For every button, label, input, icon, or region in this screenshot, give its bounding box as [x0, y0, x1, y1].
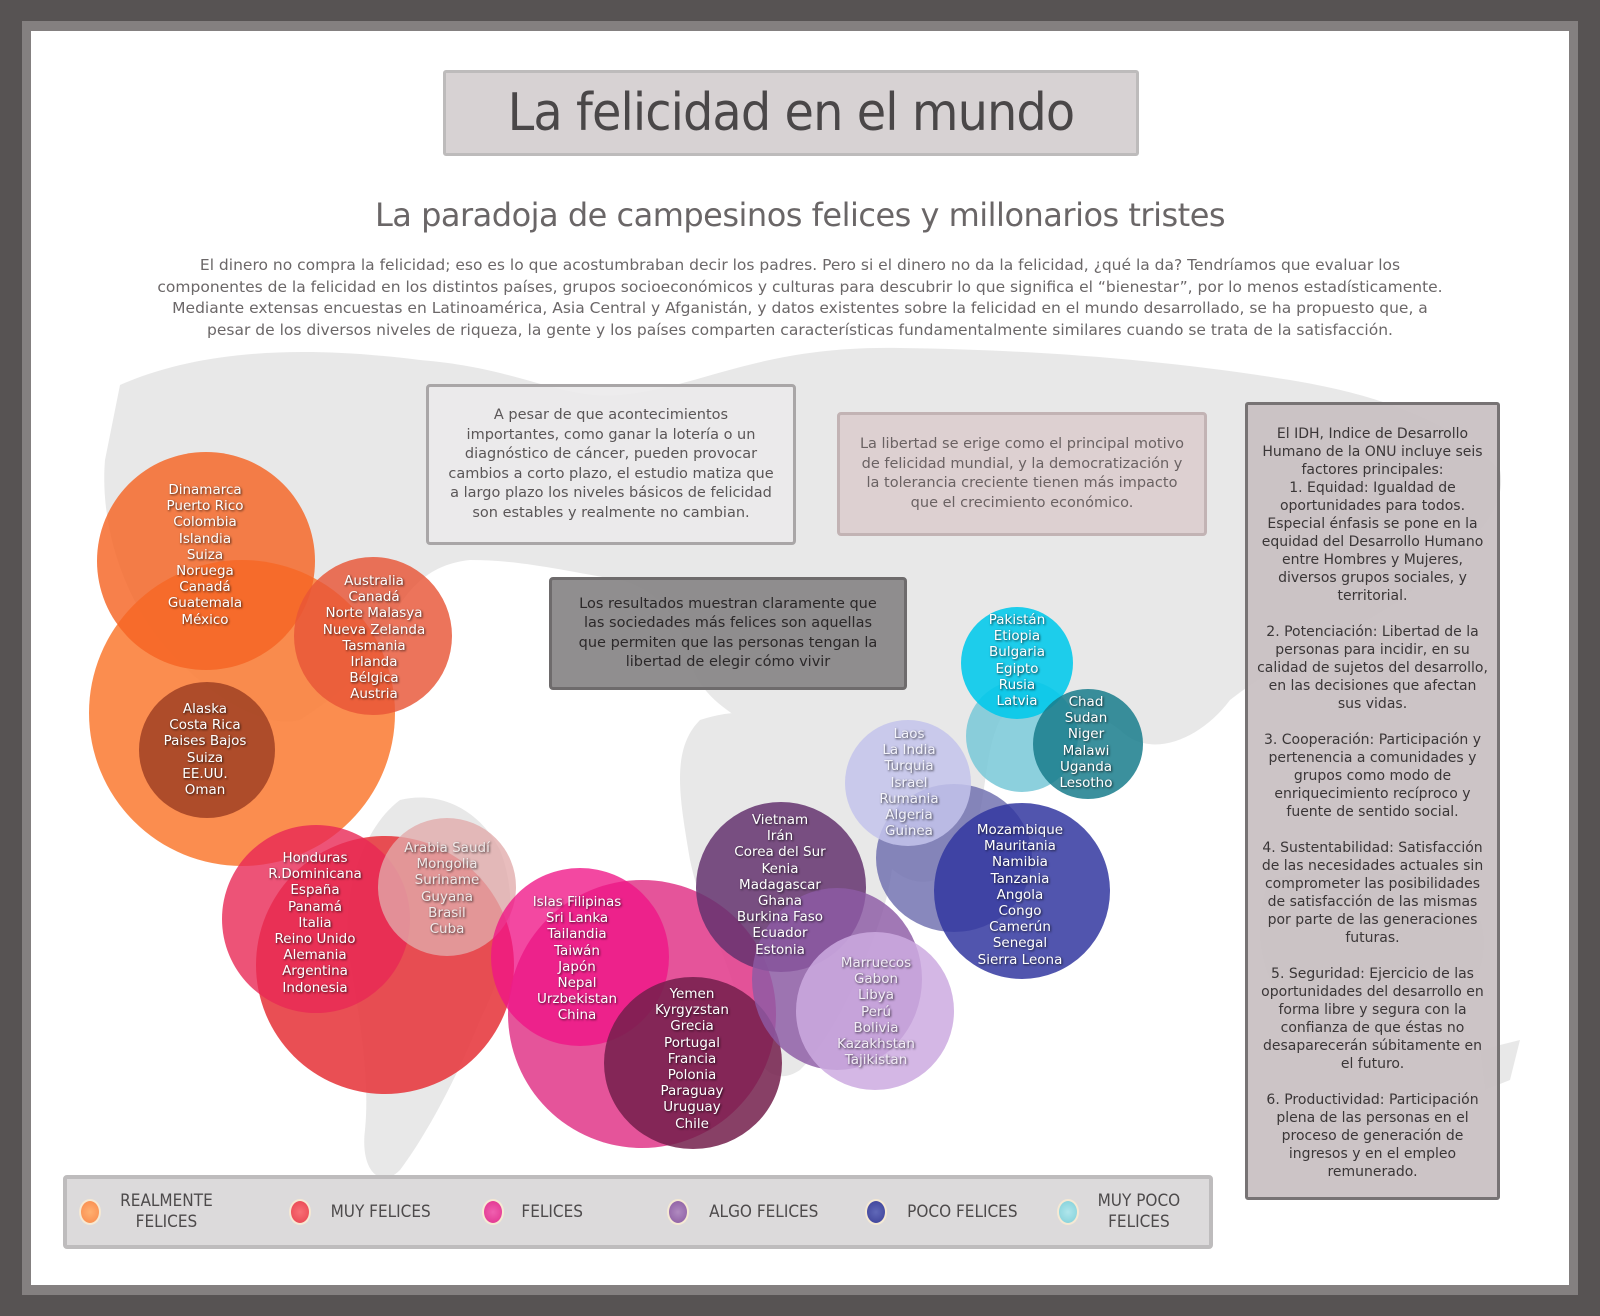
bubble-muy-felices-light	[378, 818, 516, 956]
bubble-poco-felices-dark	[934, 803, 1110, 979]
note-long-term-happiness: A pesar de que acontecimientos important…	[426, 384, 796, 545]
bubble-poco-felices-light	[845, 720, 971, 846]
legend-item-felices: FELICES	[482, 1179, 586, 1245]
idh-panel: El IDH, Indice de Desarrollo Humano de l…	[1245, 402, 1500, 1200]
note-results: Los resultados muestran claramente que l…	[549, 577, 907, 690]
legend-dot-icon	[667, 1199, 689, 1225]
legend-dot-icon	[482, 1199, 504, 1225]
group-label: Chad Sudan Niger Malawi Uganda Lesotho	[1059, 694, 1113, 792]
bubble-muy-poco-felices-teal	[1033, 689, 1143, 799]
group-label: Alaska Costa Rica Paises Bajos Suiza EE.…	[163, 701, 247, 799]
group-label: Pakistán Etiopia Bulgaria Egipto Rusia L…	[988, 612, 1046, 710]
note-freedom: La libertad se erige como el principal m…	[837, 412, 1207, 536]
idh-factor-productividad: 6. Productividad: Participación plena de…	[1266, 1092, 1479, 1180]
note-text: Los resultados muestran claramente que l…	[578, 595, 878, 671]
idh-factor-sustentabilidad: 4. Sustentabilidad: Satisfacción de las …	[1261, 840, 1484, 946]
legend-label: MUY FELICES	[330, 1201, 431, 1222]
page-subtitle: La paradoja de campesinos felices y mill…	[374, 196, 1226, 234]
legend-label: MUY POCO FELICES	[1097, 1191, 1181, 1232]
title-box: La felicidad en el mundo	[443, 70, 1139, 156]
note-text: A pesar de que acontecimientos important…	[448, 407, 774, 521]
idh-intro: El IDH, Indice de Desarrollo Humano de l…	[1262, 426, 1483, 478]
idh-factor-equidad: 1. Equidad: Igualdad de oportunidades pa…	[1261, 480, 1484, 604]
group-label: Laos La India Turquia Israel Rumania Alg…	[879, 726, 939, 840]
group-label: Yemen Kyrgyzstan Grecia Portugal Francia…	[655, 986, 729, 1132]
group-label: Arabia Saudí Mongolia Suriname Guyana Br…	[404, 840, 490, 938]
legend-label: ALGO FELICES	[709, 1201, 819, 1222]
bubble-muy-felices-left	[222, 825, 410, 1013]
legend-label: POCO FELICES	[907, 1201, 1018, 1222]
idh-factor-potenciacion: 2. Potenciación: Libertad de la personas…	[1257, 624, 1488, 712]
legend-dot-icon	[289, 1199, 311, 1225]
group-label: Islas Filipinas Sri Lanka Tailandia Taiw…	[532, 894, 622, 1024]
intro-paragraph: El dinero no compra la felicidad; eso es…	[157, 256, 1443, 339]
group-label: Marruecos Gabon Libya Perú Bolivia Kazak…	[837, 955, 915, 1069]
legend-item-realmente-felices: REALMENTE FELICES	[79, 1179, 218, 1245]
group-label: Dinamarca Puerto Rico Colombia Islandia …	[166, 482, 244, 628]
bubble-realmente-felices-dark	[139, 682, 275, 818]
bubble-realmente-felices-right	[294, 557, 452, 715]
legend-item-poco-felices: POCO FELICES	[865, 1179, 1024, 1245]
idh-factor-cooperacion: 3. Cooperación: Participación y pertenen…	[1263, 732, 1482, 820]
legend: REALMENTE FELICES MUY FELICES FELICES AL…	[63, 1175, 1213, 1249]
legend-dot-icon	[79, 1199, 101, 1225]
legend-label: FELICES	[521, 1201, 584, 1222]
legend-label: REALMENTE FELICES	[120, 1191, 213, 1232]
bubble-realmente-felices-top	[97, 452, 315, 670]
bubble-felices-dark	[604, 977, 782, 1149]
idh-factor-seguridad: 5. Seguridad: Ejercicio de las oportunid…	[1261, 966, 1484, 1072]
group-label: Vietnam Irán Corea del Sur Kenia Madagas…	[734, 812, 826, 958]
legend-item-muy-felices: MUY FELICES	[289, 1179, 436, 1245]
group-label: Honduras R.Dominicana España Panamá Ital…	[268, 850, 362, 996]
group-label: Mozambique Mauritania Namibia Tanzania A…	[976, 822, 1064, 968]
bubble-algo-felices-light	[796, 932, 954, 1090]
legend-dot-icon	[865, 1199, 887, 1225]
note-text: La libertad se erige como el principal m…	[859, 436, 1185, 511]
legend-item-muy-poco-felices: MUY POCO FELICES	[1057, 1179, 1185, 1245]
group-label: Australia Canadá Norte Malasya Nueva Zel…	[322, 573, 426, 703]
page-title: La felicidad en el mundo	[507, 83, 1075, 143]
legend-item-algo-felices: ALGO FELICES	[667, 1179, 824, 1245]
legend-dot-icon	[1057, 1199, 1079, 1225]
